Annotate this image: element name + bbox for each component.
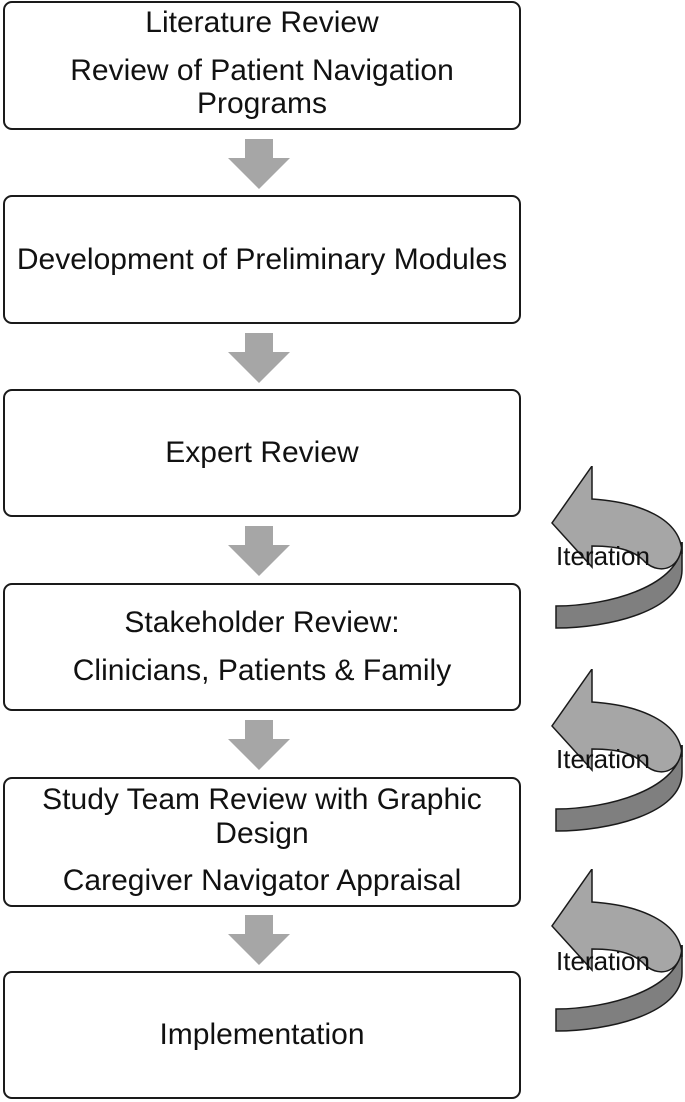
step-title: Development of Preliminary Modules — [16, 242, 508, 276]
iteration-loop-icon — [551, 669, 683, 832]
step-literature-review: Literature Review Review of Patient Navi… — [3, 1, 521, 130]
iteration-loop-icon — [551, 869, 683, 1032]
step-stakeholder-review: Stakeholder Review: Clinicians, Patients… — [3, 583, 521, 711]
step-subtitle: Caregiver Navigator Appraisal — [62, 864, 462, 898]
step-title: Implementation — [159, 1018, 365, 1052]
iteration-label: Iteration — [556, 744, 650, 774]
step-title: Literature Review — [145, 6, 379, 39]
step-title: Stakeholder Review: — [124, 606, 400, 640]
step-study-team-review: Study Team Review with Graphic Design Ca… — [3, 777, 521, 907]
step-title: Study Team Review with Graphic Design — [42, 783, 482, 850]
down-arrow-icon — [228, 139, 290, 189]
step-implementation: Implementation — [3, 971, 521, 1099]
iteration-label: Iteration — [556, 946, 650, 976]
down-arrow-icon — [228, 720, 290, 770]
down-arrow-icon — [228, 526, 290, 576]
iteration-label: Iteration — [556, 541, 650, 571]
down-arrow-icon — [228, 333, 290, 383]
iteration-loop-icon — [551, 466, 683, 629]
step-title: Expert Review — [165, 436, 359, 470]
step-preliminary-modules: Development of Preliminary Modules — [3, 195, 521, 324]
down-arrow-icon — [228, 915, 290, 965]
step-subtitle: Clinicians, Patients & Family — [72, 654, 452, 687]
step-subtitle: Review of Patient Navigation Programs — [70, 53, 454, 121]
step-expert-review: Expert Review — [3, 389, 521, 517]
